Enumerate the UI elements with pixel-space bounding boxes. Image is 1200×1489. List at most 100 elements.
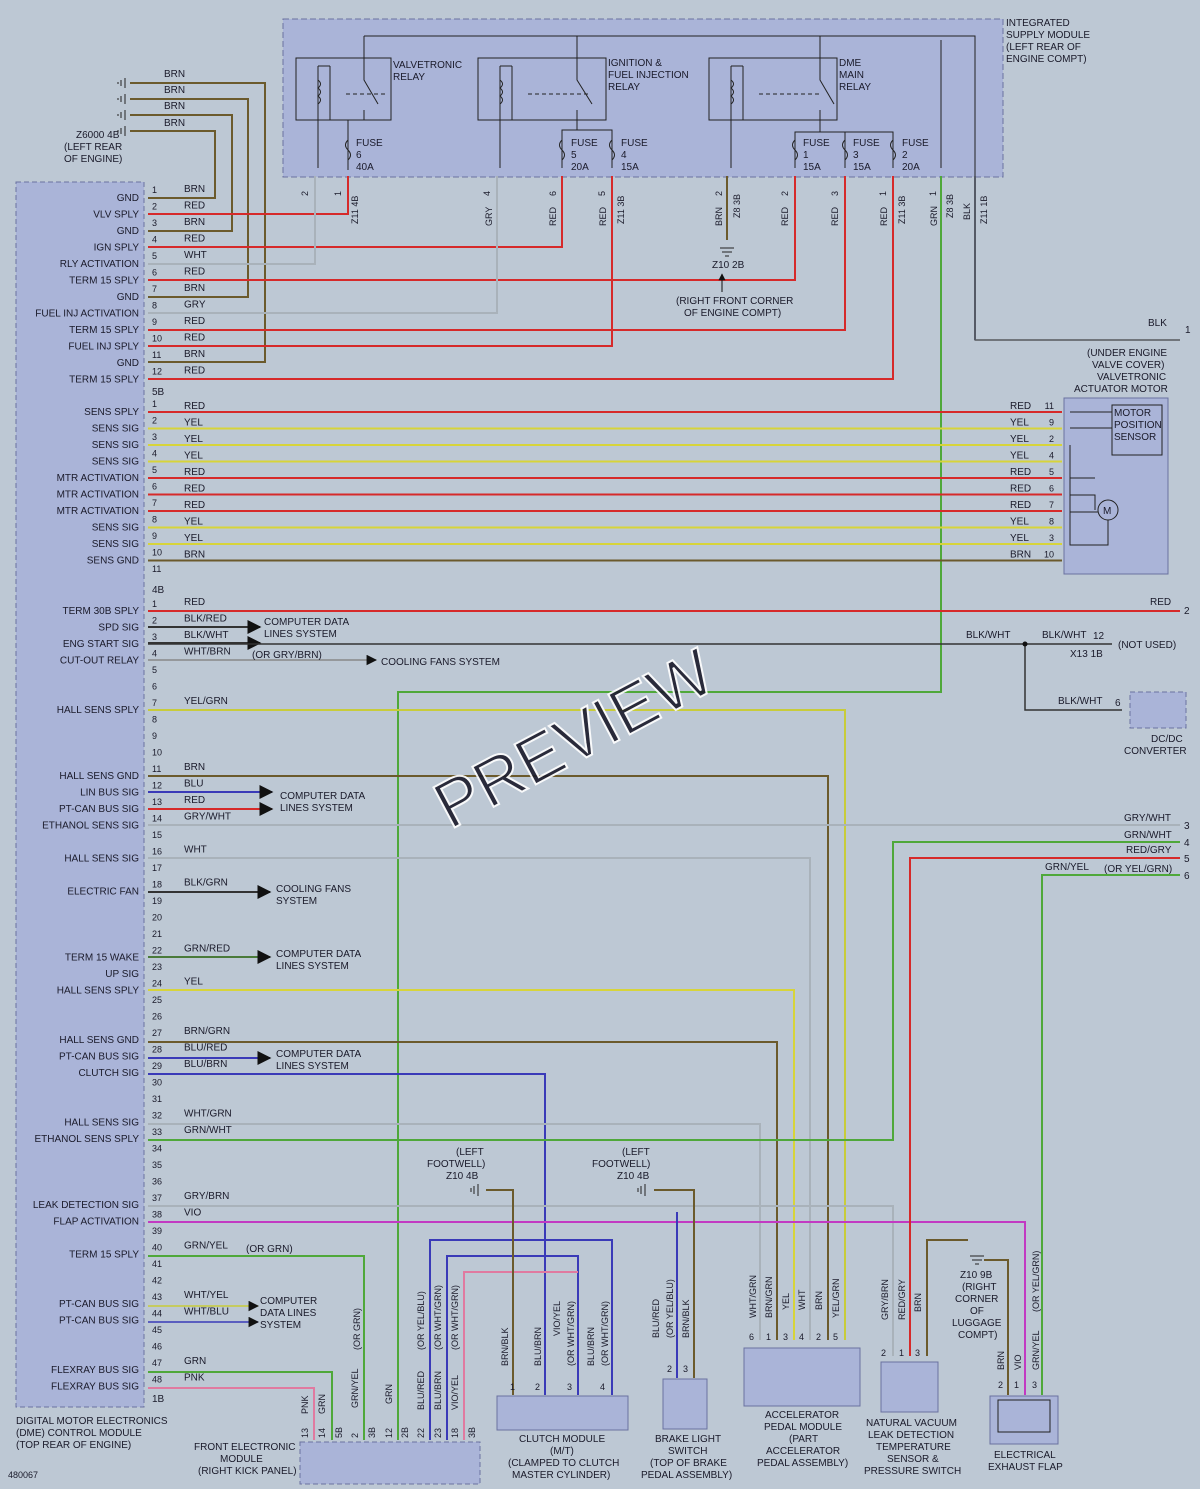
wire-5b-color-right: YEL — [1010, 451, 1029, 462]
svg-text:5: 5 — [833, 1332, 838, 1342]
svg-text:2: 2 — [902, 150, 908, 161]
svg-text:SENSOR &: SENSOR & — [887, 1454, 939, 1465]
svg-text:2: 2 — [1184, 606, 1190, 617]
svg-text:6: 6 — [356, 150, 362, 161]
wire-5b-color: YEL — [184, 533, 203, 544]
svg-text:BRN/GRN: BRN/GRN — [764, 1276, 774, 1318]
wire-4b-color: PNK — [184, 1373, 205, 1384]
svg-text:(OR YEL/GRN): (OR YEL/GRN) — [1031, 1251, 1041, 1312]
svg-text:BRN: BRN — [814, 1291, 824, 1310]
svg-text:COMPUTER DATA: COMPUTER DATA — [280, 791, 366, 802]
svg-text:GRY/BRN: GRY/BRN — [880, 1279, 890, 1320]
wire-4b-color: BLK/WHT — [184, 630, 228, 641]
svg-text:ACTUATOR MOTOR: ACTUATOR MOTOR — [1074, 384, 1168, 395]
svg-text:BLU/BRN: BLU/BRN — [533, 1327, 543, 1366]
relay-labels: VALVETRONIC RELAY IGNITION & FUEL INJECT… — [393, 58, 871, 93]
svg-text:23: 23 — [433, 1428, 443, 1438]
dme-4b-label: ETHANOL SENS SPLY — [35, 1134, 140, 1145]
dme-4b-label: HALL SENS GND — [59, 771, 139, 782]
svg-text:MASTER CYLINDER): MASTER CYLINDER) — [512, 1470, 610, 1481]
svg-text:PRESSURE SWITCH: PRESSURE SWITCH — [864, 1466, 961, 1477]
fem-pins: 13 14 2 12 22 23 18 5B 3B 2B 3B PNK GRN … — [300, 1285, 477, 1438]
svg-text:COMPUTER DATA: COMPUTER DATA — [264, 617, 350, 628]
motor-pin: 4 — [1049, 451, 1054, 461]
dme-4b-label: PT-CAN BUS SIG — [59, 1299, 139, 1310]
dme-5b-pin: 4 — [152, 449, 157, 459]
svg-text:PEDAL MODULE: PEDAL MODULE — [764, 1422, 842, 1433]
svg-text:COOLING FANS: COOLING FANS — [276, 884, 351, 895]
svg-text:BLK/WHT: BLK/WHT — [966, 630, 1010, 641]
dme-pin-label: GND — [117, 193, 139, 204]
svg-text:(OR YEL/GRN): (OR YEL/GRN) — [1104, 864, 1172, 875]
dme-4b-pin: 32 — [152, 1111, 162, 1121]
dme-4b-pin: 42 — [152, 1276, 162, 1286]
wire-4b-color: WHT/GRN — [184, 1109, 232, 1120]
svg-text:3: 3 — [1032, 1380, 1037, 1390]
svg-text:1: 1 — [1014, 1380, 1019, 1390]
svg-text:(RIGHT KICK PANEL): (RIGHT KICK PANEL) — [198, 1466, 297, 1477]
dme-4b-pin: 6 — [152, 682, 157, 692]
wire-4b-color: BLU — [184, 779, 203, 790]
svg-text:FUSE: FUSE — [571, 138, 598, 149]
dme-4b-label: ELECTRIC FAN — [67, 887, 139, 898]
dme-pin-number: 1 — [152, 185, 157, 195]
svg-text:FUSE: FUSE — [853, 138, 880, 149]
dme-5b-pin: 9 — [152, 531, 157, 541]
dme-4b-pin: 47 — [152, 1358, 162, 1368]
wire-5b-color-right: BRN — [1010, 550, 1031, 561]
svg-text:3: 3 — [683, 1364, 688, 1374]
svg-text:BRN: BRN — [164, 85, 185, 96]
svg-text:2: 2 — [667, 1364, 672, 1374]
z6000-ground: Z6000 4B (LEFT REAR OF ENGINE) — [64, 130, 122, 165]
motor-m: M — [1103, 506, 1111, 517]
svg-text:OF ENGINE): OF ENGINE) — [64, 154, 122, 165]
svg-text:EXHAUST FLAP: EXHAUST FLAP — [988, 1462, 1063, 1473]
svg-text:GRN: GRN — [384, 1384, 394, 1404]
dme-4b-pin: 2 — [152, 616, 157, 626]
wire-color-label: GRY — [184, 300, 206, 311]
dme-4b-pin: 37 — [152, 1193, 162, 1203]
svg-text:FUEL INJECTION: FUEL INJECTION — [608, 70, 689, 81]
dme-main-relay — [708, 57, 838, 121]
motor-pin: 6 — [1049, 484, 1054, 494]
svg-text:BRN/BLK: BRN/BLK — [681, 1299, 691, 1338]
svg-text:14: 14 — [317, 1428, 327, 1438]
svg-text:LUGGAGE: LUGGAGE — [952, 1318, 1002, 1329]
svg-text:Z11 3B: Z11 3B — [616, 196, 626, 224]
svg-text:PEDAL ASSEMBLY): PEDAL ASSEMBLY) — [757, 1458, 848, 1469]
wire-4b-color: GRY/BRN — [184, 1191, 229, 1202]
svg-text:DATA LINES: DATA LINES — [260, 1308, 317, 1319]
svg-text:ELECTRICAL: ELECTRICAL — [994, 1450, 1056, 1461]
svg-text:5: 5 — [571, 150, 577, 161]
dme-pin-number: 3 — [152, 218, 157, 228]
svg-text:CONVERTER: CONVERTER — [1124, 746, 1187, 757]
dme-5b-pin: 10 — [152, 548, 162, 558]
svg-text:RELAY: RELAY — [608, 82, 640, 93]
dme-4b-pin: 12 — [152, 781, 162, 791]
diagram-code: 480067 — [8, 1470, 38, 1480]
dme-4b-pin: 39 — [152, 1226, 162, 1236]
svg-text:VALVETRONIC: VALVETRONIC — [393, 60, 462, 71]
motor-pin: 8 — [1049, 517, 1054, 527]
wire-5b-color: YEL — [184, 434, 203, 445]
svg-text:LINES SYSTEM: LINES SYSTEM — [276, 961, 349, 972]
wire-5b-color: BRN — [184, 550, 205, 561]
motor-caption: (UNDER ENGINE VALVE COVER) VALVETRONIC A… — [1074, 348, 1168, 443]
svg-text:1: 1 — [510, 1382, 515, 1392]
svg-text:6: 6 — [1115, 698, 1121, 709]
dme-4b-label: UP SIG — [105, 969, 139, 980]
svg-text:BLU/RED: BLU/RED — [416, 1370, 426, 1410]
svg-text:LEAK DETECTION: LEAK DETECTION — [868, 1430, 954, 1441]
dme-4b-pin: 44 — [152, 1309, 162, 1319]
dme-pin-label: RLY ACTIVATION — [60, 259, 139, 270]
svg-text:(OR GRN): (OR GRN) — [352, 1308, 362, 1350]
conn-4b-label: 4B — [152, 585, 165, 596]
wire-color-label: RED — [184, 267, 205, 278]
svg-text:RED: RED — [548, 206, 558, 226]
wire-4b-color: GRN/WHT — [184, 1125, 232, 1136]
